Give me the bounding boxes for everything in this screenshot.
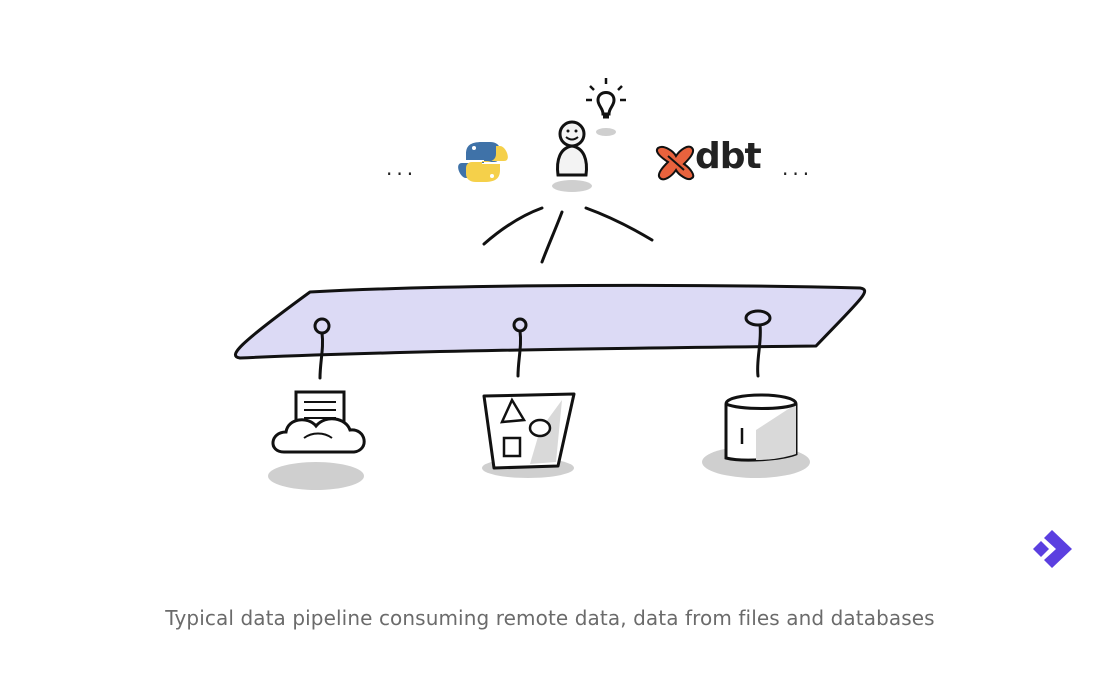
files-bucket-icon	[482, 392, 576, 478]
brand-arrow-icon	[1033, 530, 1072, 568]
lightbulb-icon	[586, 78, 626, 136]
python-logo-icon	[458, 142, 508, 182]
remote-data-icon	[268, 390, 366, 490]
database-icon	[702, 393, 810, 478]
figure-caption: Typical data pipeline consuming remote d…	[165, 606, 935, 630]
ellipsis-right: ...	[782, 156, 814, 180]
pipeline-bar	[234, 283, 866, 360]
dbt-label: dbt	[695, 136, 762, 177]
person-icon	[552, 120, 592, 192]
pipe-taps	[313, 309, 772, 380]
ellipsis-left: ...	[386, 156, 418, 180]
dbt-logo-icon	[656, 145, 695, 181]
connector-lines	[482, 206, 654, 264]
